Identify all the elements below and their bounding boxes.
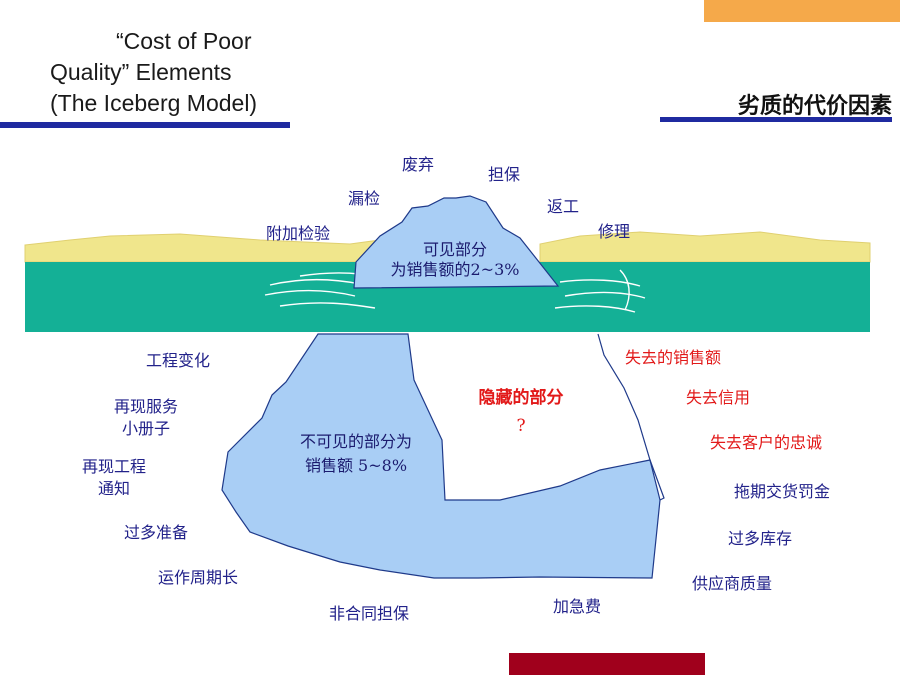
label-rework: 返工 [547, 197, 580, 216]
iceberg-submerged [221, 333, 661, 579]
label-late-penalty: 拖期交货罚金 [734, 482, 831, 501]
hidden-part-label: 隐藏的部分 ? [456, 384, 586, 440]
label-reissue-service-line-2: 小册子 [121, 419, 170, 438]
visible-part-line-1: 可见部分 [422, 240, 487, 259]
invisible-part-label: 不可见的部分为 销售额 5~8% [276, 430, 436, 478]
title-underline-right [660, 117, 892, 122]
label-missed-inspection: 漏检 [348, 189, 381, 208]
label-reissue-service: 再现服务 小册子 [104, 396, 188, 440]
visible-part-label: 可见部分 为销售额的2~3% [380, 240, 530, 280]
label-warranty: 担保 [488, 165, 521, 184]
hidden-part-title: 隐藏的部分 [478, 388, 564, 408]
iceberg-hidden-outline [597, 333, 665, 501]
chinese-title: 劣质的代价因素 [737, 94, 892, 119]
label-engineering-change: 工程变化 [146, 351, 211, 370]
label-scrap: 废弃 [402, 155, 435, 174]
title-line-2: Quality” Elements [50, 59, 232, 85]
hidden-part-question: ? [516, 416, 526, 436]
title-line-1: “Cost of Poor [116, 28, 252, 54]
invisible-part-line-2: 销售额 5~8% [304, 456, 408, 475]
label-extra-inspection: 附加检验 [266, 224, 331, 243]
label-lost-sales: 失去的销售额 [625, 348, 722, 367]
bottom-accent-bar [509, 653, 705, 675]
label-long-cycle: 运作周期长 [158, 568, 239, 587]
label-reissue-engineering-line-2: 通知 [97, 479, 130, 498]
label-non-contract-warranty: 非合同担保 [329, 604, 410, 623]
label-lost-loyalty: 失去客户的忠诚 [710, 433, 823, 452]
label-lost-credit: 失去信用 [686, 388, 751, 407]
iceberg-visible-tip [353, 195, 560, 289]
label-reissue-engineering-line-1: 再现工程 [81, 457, 146, 476]
invisible-part-line-1: 不可见的部分为 [299, 432, 412, 451]
label-excess-inventory: 过多库存 [728, 529, 793, 548]
label-expedite-fee: 加急费 [553, 597, 602, 616]
label-repair: 修理 [598, 222, 631, 241]
english-title: “Cost of Poor Quality” Elements (The Ice… [50, 26, 310, 119]
title-underline-left [0, 122, 290, 128]
label-reissue-service-line-1: 再现服务 [113, 397, 178, 416]
shore-band-right [539, 231, 871, 263]
label-over-preparation: 过多准备 [124, 523, 189, 542]
label-reissue-engineering: 再现工程 通知 [72, 456, 156, 500]
title-line-3: (The Iceberg Model) [50, 90, 258, 116]
label-supplier-quality: 供应商质量 [692, 574, 773, 593]
top-accent-bar [704, 0, 900, 22]
visible-part-line-2: 为销售额的2~3% [390, 260, 520, 279]
